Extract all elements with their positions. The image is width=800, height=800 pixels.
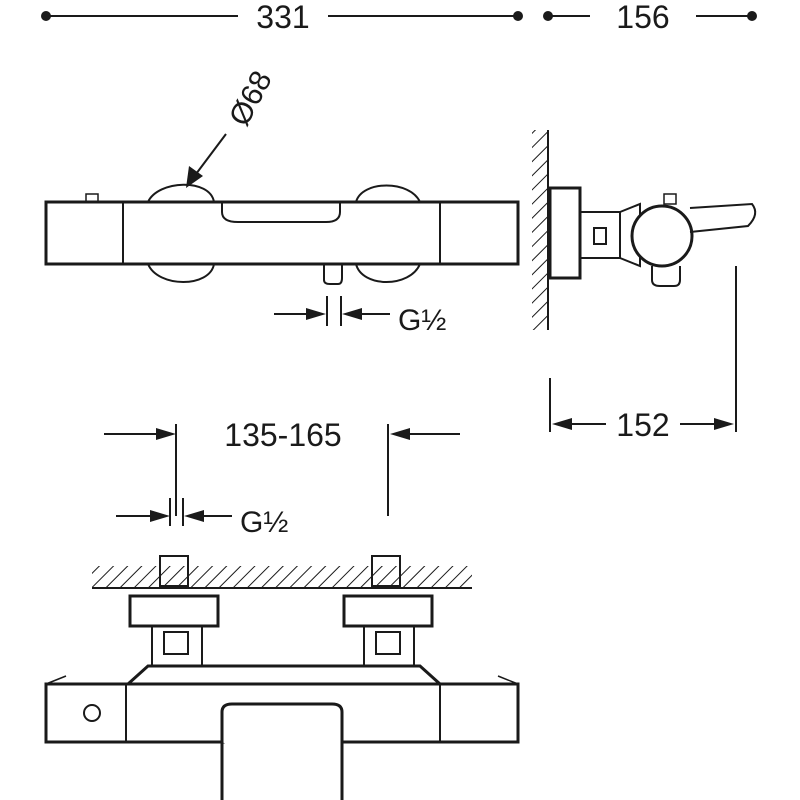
knob-right-top — [355, 184, 421, 203]
dim-projection: 152 — [549, 266, 737, 443]
knob-left-bottom — [147, 263, 215, 283]
spout-recess — [221, 202, 341, 223]
dim-outlet-thread-label: G½ — [398, 304, 446, 337]
inlet-pipe-right — [371, 555, 401, 587]
leader-line — [195, 133, 227, 175]
wall-flange-right — [342, 594, 434, 628]
side-knob — [630, 204, 694, 268]
inlet-pipe-left — [159, 555, 189, 587]
dim-endpoint-right — [747, 11, 757, 21]
dim-arrow-right — [184, 510, 204, 522]
side-knob-pin — [663, 193, 677, 205]
dim-projection-label: 152 — [616, 407, 669, 443]
dim-overall-width-label: 331 — [256, 0, 309, 35]
body-top-bevel — [124, 664, 444, 686]
connector-nut — [593, 227, 607, 245]
front-view — [44, 183, 520, 285]
dim-arrow-right — [714, 418, 734, 430]
edge-right — [497, 675, 519, 685]
dim-inlet-thread-label: G½ — [240, 506, 288, 539]
knob-right-bottom — [355, 263, 421, 283]
wall-flange-left — [128, 594, 220, 628]
knob-left-top — [147, 183, 215, 203]
outlet-nipple — [323, 264, 343, 285]
inlet-nut-inner-left — [163, 631, 189, 655]
dim-depth: 156 — [543, 0, 757, 35]
dim-knob-diameter: Ø68 — [186, 66, 279, 188]
dim-inlet-centres: 135-165 — [104, 417, 460, 516]
mixer-body — [44, 200, 520, 266]
wall-hatching — [532, 130, 548, 330]
inlet-nut-inner-right — [375, 631, 401, 655]
dim-arrow-right — [342, 308, 362, 320]
wall-flange — [548, 186, 582, 280]
dim-knob-diameter-label: Ø68 — [223, 66, 279, 132]
dim-depth-label: 156 — [616, 0, 669, 35]
leader-arrowhead — [186, 166, 203, 188]
connector-body — [579, 211, 621, 259]
dim-arrow-left — [552, 418, 572, 430]
dim-arrow-left — [156, 428, 176, 440]
dim-arrow-left — [306, 308, 326, 320]
dim-arrow-left — [150, 510, 170, 522]
safety-button — [83, 704, 101, 722]
bottom-view — [44, 555, 520, 800]
edge-left — [45, 675, 67, 685]
side-view — [532, 130, 757, 330]
wall-hatching — [92, 566, 472, 588]
dim-inlet-centres-label: 135-165 — [224, 417, 341, 453]
dim-endpoint-right — [513, 11, 523, 21]
dim-overall-width: 331 — [41, 0, 523, 35]
side-outlet — [651, 266, 681, 287]
dim-inlet-thread: G½ — [116, 498, 288, 539]
side-spout — [689, 202, 757, 233]
spout-plan — [220, 702, 344, 800]
dim-arrow-right — [390, 428, 410, 440]
dim-outlet-thread: G½ — [274, 296, 446, 337]
